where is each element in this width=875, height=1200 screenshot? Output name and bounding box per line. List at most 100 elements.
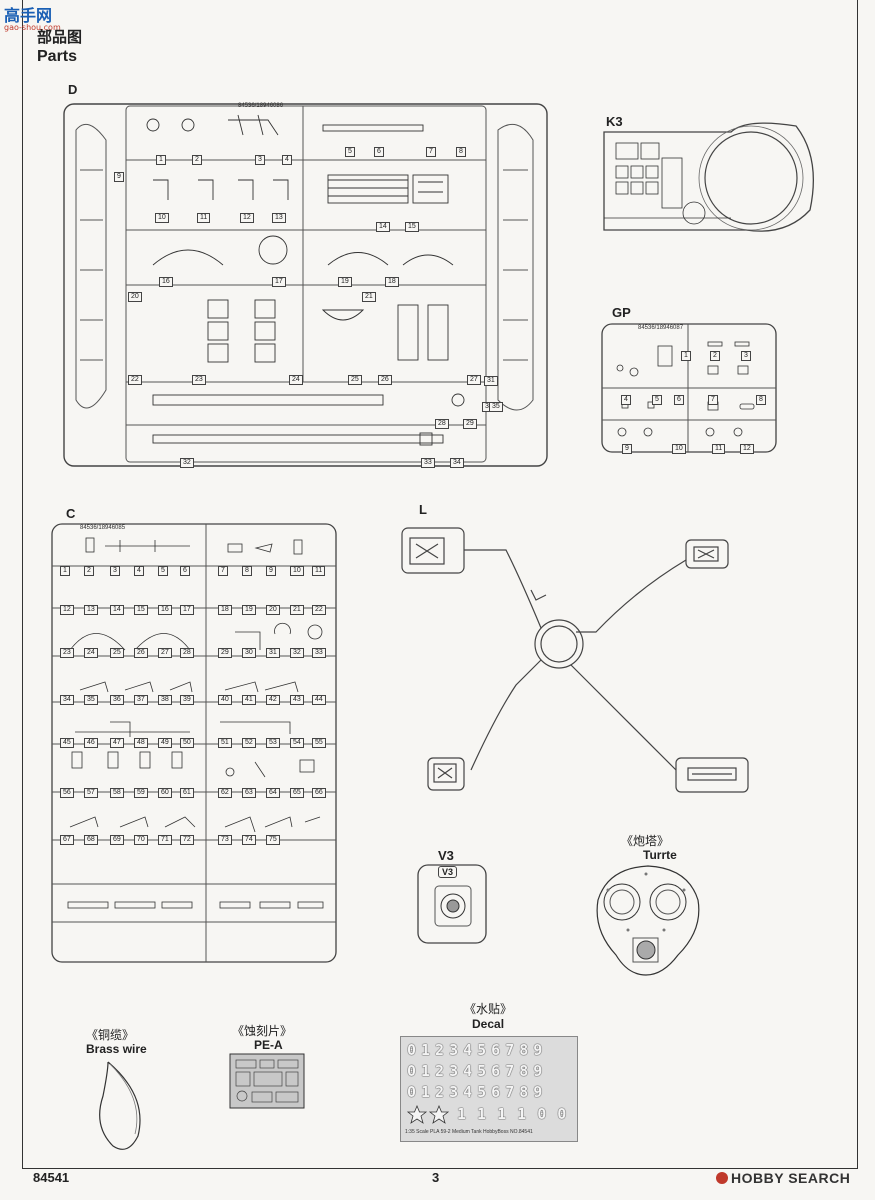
part-number-tag: 41 [242,695,256,705]
part-number-tag: 13 [84,605,98,615]
part-number-tag: 32 [290,648,304,658]
sprue-k3-label: K3 [606,114,623,129]
hobbysearch-watermark: HOBBY SEARCH [716,1170,850,1186]
part-number-tag: 9 [114,172,124,182]
part-number-tag: 47 [110,738,124,748]
part-number-tag: 4 [134,566,144,576]
part-number-tag: 7 [708,395,718,405]
part-number-tag: 51 [218,738,232,748]
part-number-tag: 62 [218,788,232,798]
page-bottom-border [22,1168,858,1169]
part-number-tag: 25 [348,375,362,385]
part-number-tag: 10 [155,213,169,223]
part-number-tag: 52 [242,738,256,748]
part-number-tag: 69 [110,835,124,845]
part-number-tag: 27 [158,648,172,658]
part-number-tag: 8 [242,566,252,576]
part-number-tag: 59 [134,788,148,798]
part-number-tag: 1 [156,155,166,165]
page-right-border [857,0,858,1168]
turret-label-cn: 《炮塔》 [621,834,670,848]
sprue-d-label: D [68,82,78,97]
part-number-tag: 21 [362,292,376,302]
part-number-tag: 3 [255,155,265,165]
part-number-tag: 38 [158,695,172,705]
part-number-tag: 3 [741,351,751,361]
part-number-tag: 25 [110,648,124,658]
part-number-tag: 53 [266,738,280,748]
part-number-tag: 8 [756,395,766,405]
part-number-tag: 68 [84,835,98,845]
part-number-tag: 8 [456,147,466,157]
part-number-tag: 12 [60,605,74,615]
part-number-tag: 17 [180,605,194,615]
part-number-tag: 1 [60,566,70,576]
part-number-tag: 33 [421,458,435,468]
pe-label-cn: 《蚀刻片》 [232,1024,293,1038]
part-number-tag: 58 [110,788,124,798]
part-number-tag: 23 [192,375,206,385]
part-number-tag: 24 [289,375,303,385]
sprue-l-label: L [419,502,427,517]
part-number-tag: 11 [312,566,326,576]
part-number-tag: 10 [290,566,304,576]
part-number-tag: 2 [84,566,94,576]
site-logo: 高手网 gao-shou.com [4,2,61,32]
part-number-tag: 74 [242,835,256,845]
sprue-v3-label: V3 [438,848,454,863]
part-number-tag: 26 [134,648,148,658]
turret-part [596,865,700,976]
part-number-tag: 29 [463,419,477,429]
decal-caption: 1:35 Scale PLA 59-2 Medium Tank HobbyBos… [405,1129,533,1135]
sprue-c-label: C [66,506,76,521]
part-number-tag: 72 [180,835,194,845]
part-number-tag: 22 [128,375,142,385]
sprue-v3-tag: V3 [438,866,458,878]
site-logo-sub: gao-shou.com [4,23,61,32]
decal-sheet: 0123456789 0123456789 0123456789 1 1 1 1… [400,1036,578,1142]
part-number-tag: 60 [158,788,172,798]
part-number-tag: 46 [84,738,98,748]
site-logo-text: 高手网 [4,6,53,25]
part-number-tag: 75 [266,835,280,845]
sprue-c: 84536/18946085 [51,523,337,963]
page-number: 3 [432,1170,440,1185]
part-number-tag: 6 [374,147,384,157]
part-number-tag: 28 [180,648,194,658]
sprue-gp-code: 84536/18946087 [638,325,684,331]
part-number-tag: 34 [450,458,464,468]
part-number-tag: 23 [60,648,74,658]
part-number-tag: 63 [242,788,256,798]
part-number-tag: 43 [290,695,304,705]
part-number-tag: 73 [218,835,232,845]
part-number-tag: 44 [312,695,326,705]
part-number-tag: 29 [218,648,232,658]
part-number-tag: 50 [180,738,194,748]
pe-fret [229,1053,305,1109]
part-number-tag: 9 [622,444,632,454]
part-number-tag: 15 [134,605,148,615]
part-number-tag: 20 [266,605,280,615]
part-number-tag: 24 [84,648,98,658]
part-number-tag: 26 [378,375,392,385]
part-number-tag: 71 [158,835,172,845]
part-number-tag: 28 [435,419,449,429]
part-number-tag: 7 [426,147,436,157]
part-number-tag: 39 [180,695,194,705]
sprue-d: 84536/18946086 [63,103,548,467]
decal-star-icons [407,1105,450,1124]
part-number-tag: 40 [218,695,232,705]
part-number-tag: 12 [240,213,254,223]
part-number-tag: 15 [405,222,419,232]
decal-label-en: Decal [472,1017,505,1031]
brass-wire-part [99,1061,141,1150]
part-number-tag: 5 [345,147,355,157]
part-number-tag: 55 [312,738,326,748]
part-number-tag: 5 [158,566,168,576]
decal-row-1: 0123456789 [407,1041,548,1059]
part-number-tag: 32 [180,458,194,468]
turret-label-en: Turrte [643,848,677,862]
hobbysearch-text: HOBBY SEARCH [731,1170,851,1186]
part-number-tag: 56 [60,788,74,798]
part-number-tag: 2 [710,351,720,361]
